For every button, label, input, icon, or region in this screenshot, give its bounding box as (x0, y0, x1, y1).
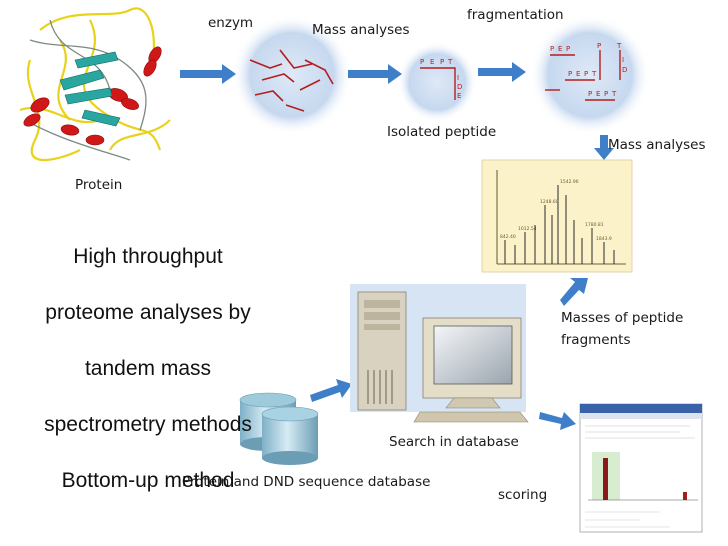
svg-text:P: P (440, 58, 444, 66)
svg-text:P: P (420, 58, 424, 66)
label-mass-analyses-1: Mass analyses (312, 22, 410, 38)
svg-text:1843.9: 1843.9 (596, 236, 612, 242)
svg-text:E: E (558, 45, 562, 53)
svg-text:T: T (591, 70, 597, 78)
svg-text:E: E (457, 92, 461, 100)
title-line: tandem mass (84, 357, 212, 380)
computer-workstation-icon (350, 284, 529, 423)
diagram-title: High throughput proteome analyses by tan… (14, 215, 282, 523)
label-masses-line2: fragments (561, 332, 631, 348)
label-database: Protein and DND sequence database (182, 474, 431, 490)
svg-text:E: E (596, 90, 600, 98)
svg-text:P: P (597, 42, 601, 50)
svg-text:P: P (584, 70, 588, 78)
svg-text:1012.54: 1012.54 (518, 226, 537, 232)
svg-text:D: D (622, 66, 627, 74)
peptide-bubble-icon (232, 15, 352, 135)
title-line: Bottom-up method (61, 469, 235, 492)
mass-spectrum-thumbnail: 1542.96 1248.60 1012.54 1780.81 842.40 1843… (481, 159, 633, 273)
svg-text:T: T (447, 58, 453, 66)
protein-structure-image (19, 7, 171, 162)
svg-text:1780.81: 1780.81 (585, 222, 604, 228)
label-search-in-database: Search in database (389, 434, 519, 450)
svg-text:I: I (457, 74, 459, 82)
svg-text:1248.60: 1248.60 (540, 199, 559, 205)
svg-text:P: P (588, 90, 592, 98)
svg-text:1542.96: 1542.96 (560, 179, 579, 185)
label-mass-analyses-2: Mass analyses (608, 137, 706, 153)
svg-text:T: T (611, 90, 617, 98)
label-scoring: scoring (498, 487, 548, 503)
flow-arrows (180, 62, 614, 430)
svg-text:P: P (604, 90, 608, 98)
svg-text:T: T (616, 42, 622, 50)
scoring-report-thumbnail (579, 403, 703, 533)
svg-text:D: D (457, 83, 462, 91)
svg-text:E: E (430, 58, 434, 66)
svg-text:E: E (576, 70, 580, 78)
svg-text:P: P (568, 70, 572, 78)
title-line: proteome analyses by (45, 301, 251, 324)
label-masses-line1: Masses of peptide (561, 310, 684, 326)
title-line: High throughput (73, 245, 223, 268)
svg-text:P: P (550, 45, 554, 53)
label-fragmentation: fragmentation (467, 7, 564, 23)
database-cylinders-icon (239, 392, 319, 465)
label-enzym: enzym (208, 15, 254, 31)
svg-text:I: I (622, 56, 624, 64)
label-isolated-peptide: Isolated peptide (387, 124, 497, 140)
title-line: spectrometry methods (44, 413, 252, 436)
svg-text:842.40: 842.40 (500, 234, 516, 240)
svg-text:P: P (566, 45, 570, 53)
label-protein: Protein (75, 177, 123, 193)
